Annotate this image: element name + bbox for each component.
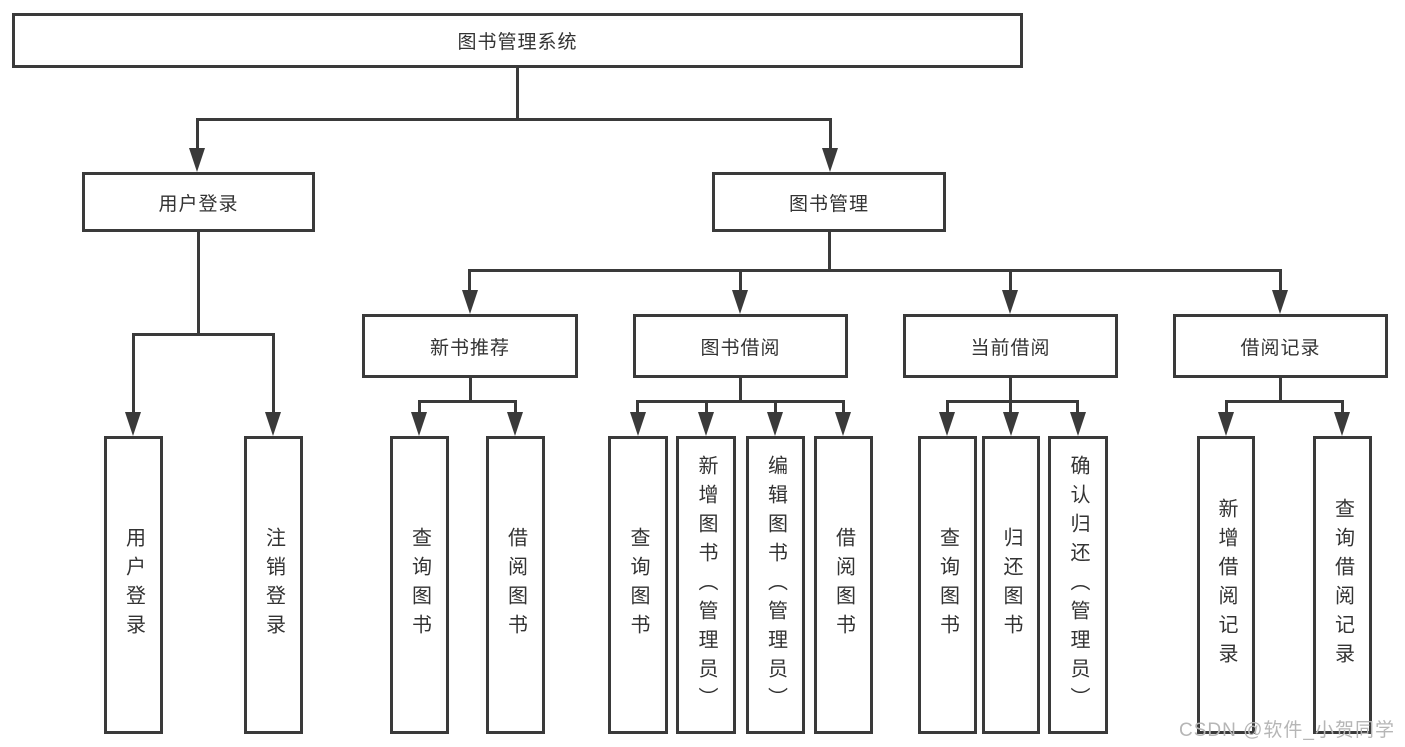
connector-line	[418, 400, 421, 414]
leaf-label: 查询图书	[408, 527, 431, 643]
leaf-borrow-books-recommend: 借阅图书	[486, 436, 545, 734]
arrow-down-icon	[1334, 412, 1350, 436]
node-book-management: 图书管理	[712, 172, 946, 232]
leaf-label: 注销登录	[262, 527, 285, 643]
arrow-down-icon	[630, 412, 646, 436]
connector-line	[739, 269, 742, 293]
connector-line	[1279, 378, 1282, 402]
arrow-down-icon	[1070, 412, 1086, 436]
arrow-down-icon	[189, 148, 205, 172]
node-library-system: 图书管理系统	[12, 13, 1023, 68]
leaf-add-borrow-record: 新增借阅记录	[1197, 436, 1255, 734]
leaf-query-borrow-record: 查询借阅记录	[1313, 436, 1372, 734]
connector-line	[469, 378, 472, 402]
connector-line	[196, 118, 199, 150]
connector-line	[1076, 400, 1079, 414]
arrow-down-icon	[732, 290, 748, 314]
leaf-confirm-return-admin: 确认归还（管理员）	[1048, 436, 1108, 734]
arrow-down-icon	[698, 412, 714, 436]
arrow-down-icon	[1002, 290, 1018, 314]
leaf-label: 编辑图书（管理员）	[764, 454, 787, 716]
node-current-borrow: 当前借阅	[903, 314, 1118, 378]
connector-line	[1225, 400, 1344, 403]
leaf-user-login: 用户登录	[104, 436, 163, 734]
leaf-add-book-admin: 新增图书（管理员）	[676, 436, 736, 734]
arrow-down-icon	[1272, 290, 1288, 314]
leaf-label: 借阅图书	[832, 527, 855, 643]
node-user-login: 用户登录	[82, 172, 315, 232]
connector-line	[705, 400, 708, 414]
leaf-label: 新增图书（管理员）	[695, 454, 717, 716]
node-borrow-record: 借阅记录	[1173, 314, 1388, 378]
leaf-edit-book-admin: 编辑图书（管理员）	[746, 436, 805, 734]
leaf-query-books-borrow: 查询图书	[608, 436, 668, 734]
connector-line	[946, 400, 949, 414]
node-book-borrow: 图书借阅	[633, 314, 848, 378]
connector-line	[272, 333, 275, 414]
connector-line	[829, 118, 832, 150]
leaf-query-books-recommend: 查询图书	[390, 436, 449, 734]
connector-line	[636, 400, 639, 414]
connector-line	[774, 400, 777, 414]
connector-line	[516, 68, 519, 120]
leaf-query-books-current: 查询图书	[918, 436, 977, 734]
arrow-down-icon	[411, 412, 427, 436]
connector-line	[132, 333, 275, 336]
leaf-label: 新增借阅记录	[1215, 498, 1237, 672]
connector-line	[468, 269, 471, 293]
leaf-label: 查询借阅记录	[1331, 498, 1354, 672]
leaf-label: 查询图书	[627, 527, 649, 643]
arrow-down-icon	[767, 412, 783, 436]
leaf-label: 用户登录	[122, 527, 145, 643]
arrow-down-icon	[507, 412, 523, 436]
arrow-down-icon	[1218, 412, 1234, 436]
arrow-down-icon	[265, 412, 281, 436]
leaf-label: 确认归还（管理员）	[1067, 454, 1089, 716]
arrow-down-icon	[125, 412, 141, 436]
connector-line	[197, 232, 200, 335]
connector-line	[132, 333, 135, 414]
connector-line	[842, 400, 845, 414]
leaf-borrow-books: 借阅图书	[814, 436, 873, 734]
connector-line	[1225, 400, 1228, 414]
leaf-label: 归还图书	[1000, 527, 1022, 643]
connector-line	[739, 378, 742, 402]
arrow-down-icon	[822, 148, 838, 172]
connector-line	[946, 400, 1079, 403]
connector-line	[418, 400, 517, 403]
arrow-down-icon	[1003, 412, 1019, 436]
leaf-return-book: 归还图书	[982, 436, 1040, 734]
connector-line	[1279, 269, 1282, 293]
connector-line	[1341, 400, 1344, 414]
node-new-book-recommend: 新书推荐	[362, 314, 578, 378]
connector-line	[514, 400, 517, 414]
connector-line	[196, 118, 832, 121]
arrow-down-icon	[939, 412, 955, 436]
connector-line	[636, 400, 845, 403]
connector-line	[468, 269, 1282, 272]
watermark: CSDN @软件_小贺同学	[1179, 720, 1395, 741]
connector-line	[1009, 378, 1012, 402]
leaf-label: 查询图书	[936, 527, 959, 643]
arrow-down-icon	[835, 412, 851, 436]
leaf-label: 借阅图书	[504, 527, 527, 643]
leaf-logout: 注销登录	[244, 436, 303, 734]
arrow-down-icon	[462, 290, 478, 314]
connector-line	[828, 232, 831, 272]
connector-line	[1009, 400, 1012, 414]
connector-line	[1009, 269, 1012, 293]
